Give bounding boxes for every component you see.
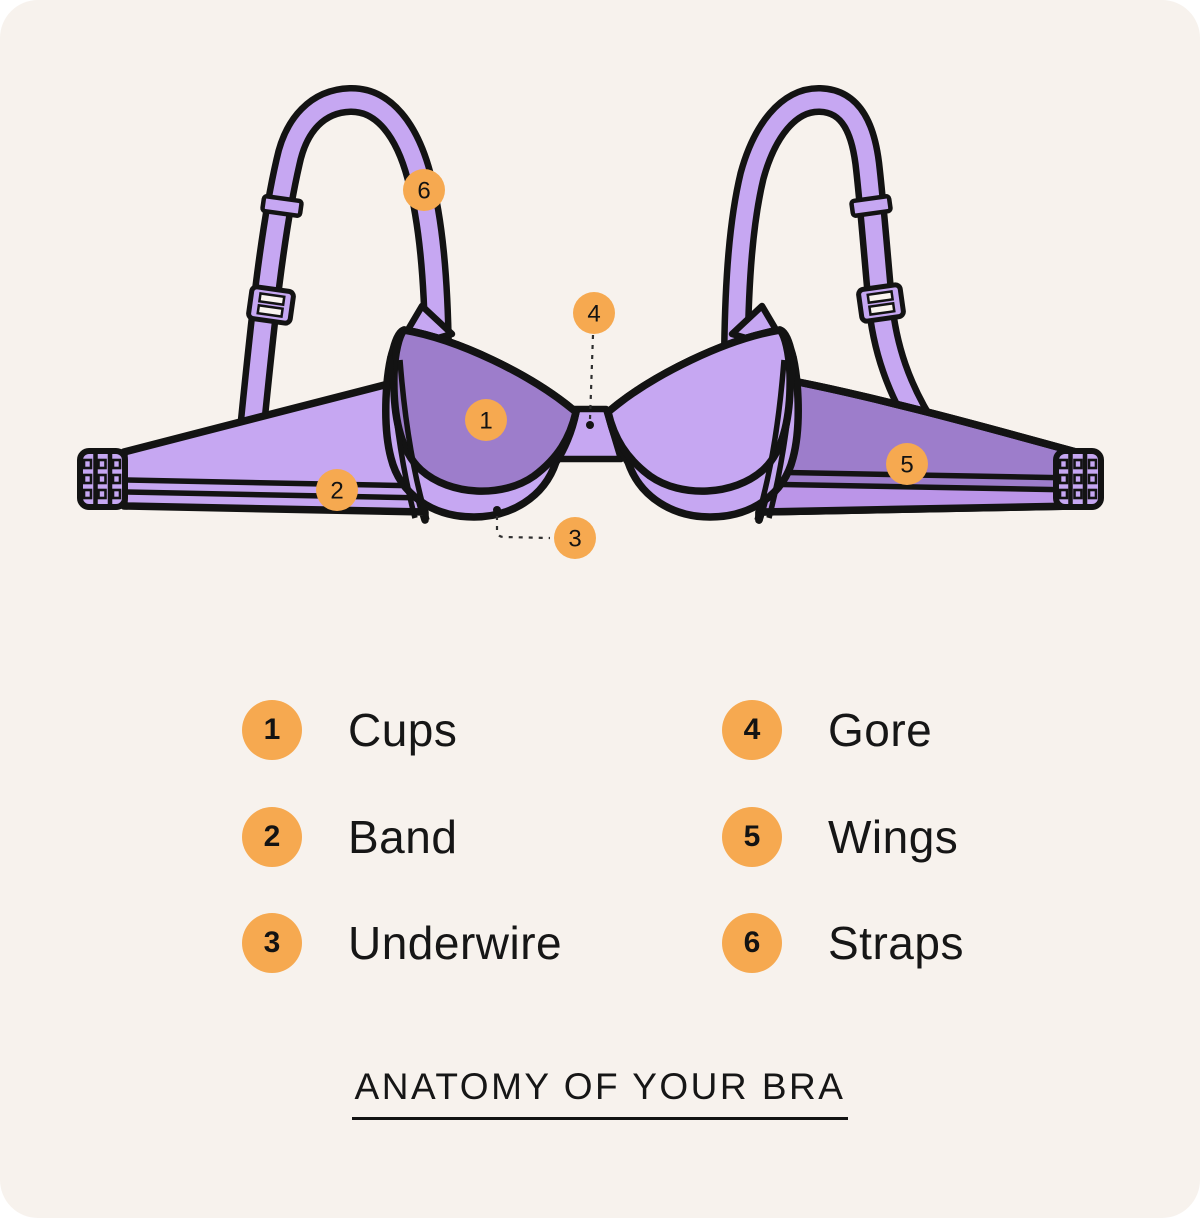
- band-seam: [123, 477, 425, 489]
- left-side-seam: [387, 355, 418, 519]
- legend-label: Gore: [828, 704, 933, 756]
- right-hook-closure: [1053, 448, 1104, 510]
- svg-text:2: 2: [330, 478, 343, 505]
- legend-item-underwire: 3 Underwire: [242, 913, 562, 973]
- svg-text:4: 4: [587, 301, 600, 328]
- left-strap-slider-bar: [260, 194, 304, 218]
- right-side-seam: [766, 355, 797, 519]
- right-strap-slider-bar: [849, 194, 893, 218]
- legend-item-band: 2 Band: [242, 807, 457, 867]
- marker-wings: 5: [886, 443, 928, 485]
- legend-label: Straps: [828, 917, 964, 969]
- left-hook-closure: [77, 448, 128, 510]
- band-seam: [757, 481, 1077, 493]
- right-strap-adjuster: [856, 282, 906, 324]
- legend-item-wings: 5 Wings: [722, 807, 958, 867]
- marker-cups: 1: [465, 399, 507, 441]
- legend-label: Cups: [348, 704, 458, 756]
- underwire-annotation-line: [493, 506, 551, 540]
- marker-band: 2: [316, 469, 358, 511]
- svg-text:5: 5: [900, 452, 913, 479]
- left-wing: [120, 378, 429, 524]
- right-side-seam: [754, 359, 787, 521]
- hooks: [82, 458, 122, 500]
- legend-badge: 6: [722, 913, 782, 973]
- page-title: ANATOMY OF YOUR BRA: [351, 1066, 849, 1120]
- left-strap: [235, 85, 452, 463]
- right-strap: [721, 85, 943, 450]
- legend-badge: 2: [242, 807, 302, 867]
- svg-text:1: 1: [479, 408, 492, 435]
- title: ANATOMY OF YOUR BRA: [0, 1066, 1200, 1120]
- eyes: [1058, 458, 1098, 500]
- marker-underwire: 3: [554, 517, 596, 559]
- marker-gore: 4: [573, 292, 615, 334]
- legend-item-cups: 1 Cups: [242, 700, 457, 760]
- legend-badge: 3: [242, 913, 302, 973]
- right-cup: [604, 326, 802, 521]
- svg-text:3: 3: [568, 526, 581, 553]
- legend-badge: 5: [722, 807, 782, 867]
- left-strap-adjuster: [246, 284, 296, 326]
- gore-annotation-line: [586, 334, 595, 429]
- legend-label: Wings: [828, 811, 959, 863]
- marker-straps: 6: [403, 169, 445, 211]
- legend-label: Band: [348, 811, 458, 863]
- left-side-seam: [397, 359, 430, 521]
- legend-badge: 4: [722, 700, 782, 760]
- legend-item-gore: 4 Gore: [722, 700, 932, 760]
- band-seam: [123, 489, 427, 501]
- legend-label: Underwire: [348, 917, 563, 969]
- svg-text:6: 6: [417, 178, 430, 205]
- legend-item-straps: 6 Straps: [722, 913, 964, 973]
- legend-badge: 1: [242, 700, 302, 760]
